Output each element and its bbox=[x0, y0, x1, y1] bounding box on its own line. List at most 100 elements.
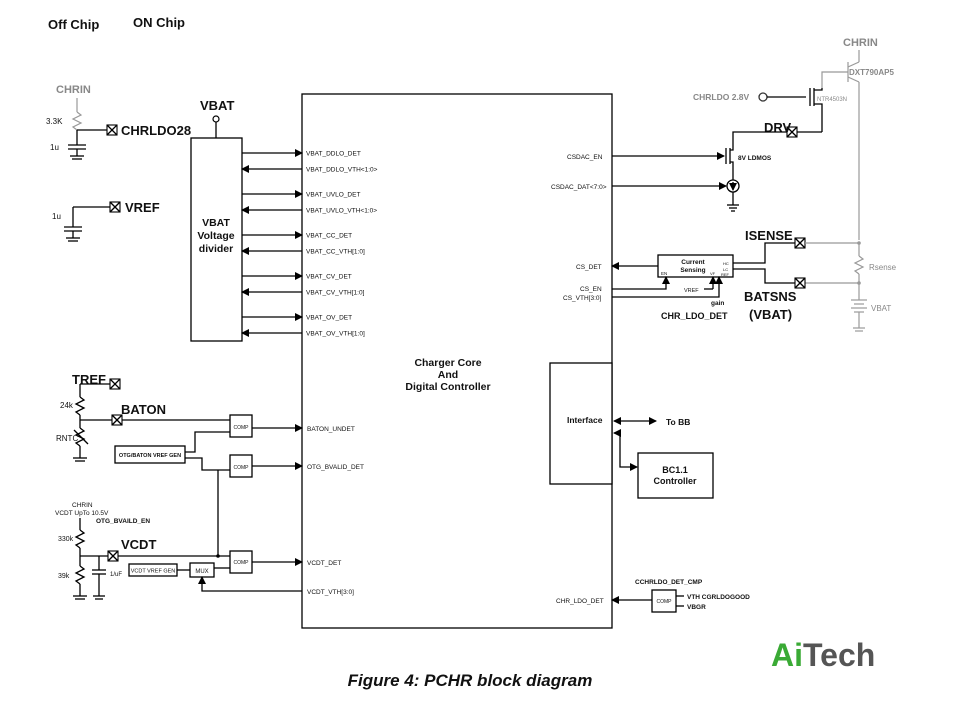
to-bb-label: To BB bbox=[666, 417, 690, 427]
vbat-signal-label: VBAT_CC_DET bbox=[306, 233, 352, 240]
r-39k-label: 39k bbox=[58, 573, 70, 580]
cap-1u-a-label: 1u bbox=[50, 143, 59, 152]
chrin-small-label: CHRIN bbox=[72, 502, 93, 509]
cs-en-label: CS_EN bbox=[580, 286, 602, 293]
chrldo28-pin-label: CHRLDO28 bbox=[121, 123, 191, 138]
interface-section: Interface To BB BC1.1 Controller bbox=[549, 362, 714, 499]
dxt790ap5-label: DXT790AP5 bbox=[849, 68, 894, 77]
vbat-signal-label: VBAT_CV_VTH[1:0] bbox=[306, 290, 365, 297]
rntc-label: RNTC bbox=[56, 434, 78, 443]
vcdt-comp-label: COMP bbox=[234, 560, 250, 566]
vbat-label: VBAT bbox=[200, 98, 234, 113]
vbat-divider-line2: Voltage bbox=[197, 230, 234, 242]
vth-cgrldogood-label: VTH CGRLDOGOOD bbox=[687, 594, 750, 601]
vref-network: 1u VREF bbox=[52, 200, 160, 242]
vbat-signal-label: VBAT_CC_VTH[1:0] bbox=[306, 249, 365, 256]
interface-label: Interface bbox=[567, 415, 603, 425]
vbat-signal-label: VBAT_UVLO_DET bbox=[306, 192, 360, 199]
bc11-line2: Controller bbox=[653, 476, 696, 486]
cap-1uf-label: 1/uF bbox=[110, 572, 122, 578]
chrldo-28v-label: CHRLDO 2.8V bbox=[693, 92, 750, 102]
cap-1u-b-label: 1u bbox=[52, 212, 61, 221]
core-line3: Digital Controller bbox=[405, 381, 490, 393]
otg-vref-gen-block bbox=[114, 445, 186, 464]
vbat-signal-label: VBAT_OV_VTH[1:0] bbox=[306, 331, 365, 338]
vbat-signal-label: VBAT_DDLO_VTH<1:0> bbox=[306, 167, 378, 174]
r-3k3-label: 3.3K bbox=[46, 117, 63, 126]
cs-vref-label: VREF bbox=[684, 288, 699, 294]
vbat-signal-label: VBAT_OV_DET bbox=[306, 315, 352, 322]
batsns-pin-label: BATSNS bbox=[744, 289, 797, 304]
cs-ref-label: REF bbox=[721, 272, 730, 277]
cs-vf-label: VF bbox=[710, 271, 716, 276]
vbat-divider-line1: VBAT bbox=[202, 217, 230, 229]
baton-network: TREF 24k BATON RNTC COMP BATON_UNDET OTG… bbox=[56, 372, 364, 478]
vbat-signal-label: VBAT_CV_DET bbox=[306, 274, 352, 281]
current-sensing-line1: Current bbox=[681, 259, 705, 266]
baton-comp-label: COMP bbox=[234, 425, 250, 431]
vbat-signal-label: VBAT_UVLO_VTH<1:0> bbox=[306, 208, 377, 215]
cs-hc-label: HC bbox=[723, 261, 729, 266]
drv-pin-label: DRV bbox=[764, 120, 792, 135]
chr-ldo-det-right-label: CHR_LDO_DET bbox=[661, 311, 728, 321]
core-line1: Charger Core bbox=[414, 357, 481, 369]
otg-vref-gen-label: OTG/BATON VREF GEN bbox=[119, 453, 181, 459]
chrldo28-network: CHRIN 3.3K 1u CHRLDO28 bbox=[46, 84, 191, 160]
interface-block bbox=[549, 362, 613, 485]
vbat-divider: VBAT VBAT Voltage divider bbox=[190, 98, 243, 342]
vcdt-upto-label: VCDT UpTo 10.5V bbox=[55, 510, 109, 517]
csdac-dat-label: CSDAC_DAT<7:0> bbox=[551, 184, 607, 191]
vbat-signal-bus: VBAT_DDLO_DET VBAT_DDLO_VTH<1:0> VBAT_UVLO… bbox=[241, 149, 378, 338]
ntr4503n-label: NTR4503N bbox=[817, 97, 847, 103]
cs-en-pin-label: EN bbox=[661, 271, 667, 276]
vcdt-vref-gen-label: VCDT VREF GEN bbox=[131, 569, 176, 575]
vcdt-pin-label: VCDT bbox=[121, 537, 156, 552]
vbat-signal-label: VBAT_DDLO_DET bbox=[306, 151, 361, 158]
chrldo-comp-box bbox=[651, 589, 677, 613]
cs-det-label: CS_DET bbox=[576, 264, 602, 271]
baton-undet-label: BATON_UNDET bbox=[307, 426, 355, 433]
vcdt-det-label: VCDT_DET bbox=[307, 560, 341, 567]
cs-vth-label: CS_VTH[3:0] bbox=[563, 295, 601, 302]
vref-pin-label: VREF bbox=[125, 200, 160, 215]
rsense-label: Rsense bbox=[869, 263, 897, 272]
otg-comp-label: COMP bbox=[234, 465, 250, 471]
tref-label: TREF bbox=[72, 372, 106, 387]
otg-bvalid-det-label: OTG_BVALID_DET bbox=[307, 464, 364, 471]
power-path: CHRIN DXT790AP5 CHRLDO 2.8V NTR4503N DRV… bbox=[551, 37, 897, 332]
ldmos-label: 8V LDMOS bbox=[738, 155, 772, 162]
batsns-vbat-label: (VBAT) bbox=[749, 307, 792, 322]
vcdt-vth-label: VCDT_VTH[3:0] bbox=[307, 589, 354, 596]
logo-tech: Tech bbox=[803, 637, 875, 673]
off-chip-label: Off Chip bbox=[48, 17, 99, 32]
chrldo-det-comparator: CCHRLDO_DET_CMP COMP CHR_LDO_DET VTH CGR… bbox=[556, 579, 750, 613]
on-chip-label: ON Chip bbox=[133, 15, 185, 30]
cchrldo-det-cmp-label: CCHRLDO_DET_CMP bbox=[635, 579, 703, 586]
vcdt-network: CHRIN VCDT UpTo 10.5V OTG_BVAILD_EN 330k… bbox=[55, 470, 354, 600]
chrldo-comp-label: COMP bbox=[657, 599, 673, 605]
r-24k-label: 24k bbox=[60, 401, 74, 410]
figure-caption: Figure 4: PCHR block diagram bbox=[348, 671, 593, 690]
otg-bvaild-en-label: OTG_BVAILD_EN bbox=[96, 518, 150, 525]
core-line2: And bbox=[438, 369, 458, 381]
vbat-battery-label: VBAT bbox=[871, 304, 891, 313]
mux-label: MUX bbox=[195, 569, 208, 575]
isense-pin-label: ISENSE bbox=[745, 228, 793, 243]
logo-ai: Ai bbox=[771, 637, 803, 673]
gain-label: gain bbox=[711, 300, 724, 307]
baton-comparator bbox=[229, 414, 253, 438]
cs-lc-label: LC bbox=[723, 267, 728, 272]
vbat-divider-line3: divider bbox=[199, 243, 233, 255]
current-sensing-line2: Sensing bbox=[680, 267, 705, 274]
chrin-label-left: CHRIN bbox=[56, 84, 91, 96]
csdac-en-label: CSDAC_EN bbox=[567, 154, 603, 161]
charger-core-block bbox=[301, 93, 613, 629]
baton-pin-label: BATON bbox=[121, 402, 166, 417]
aitech-logo: AiTech bbox=[771, 637, 875, 673]
r-330k-label: 330k bbox=[58, 536, 74, 543]
chrin-label-right: CHRIN bbox=[843, 37, 878, 49]
chr-ldo-det-core-label: CHR_LDO_DET bbox=[556, 598, 604, 605]
bc11-controller-block bbox=[637, 452, 714, 499]
bc11-line1: BC1.1 bbox=[662, 465, 688, 475]
